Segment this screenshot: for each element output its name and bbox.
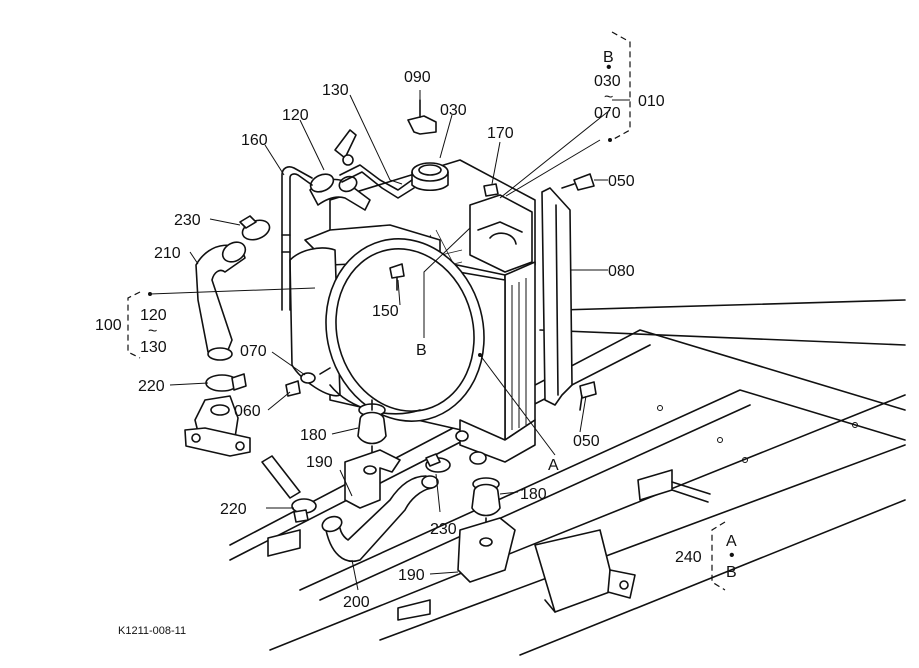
label-070: 070: [240, 343, 267, 360]
label-220-lower: 220: [220, 501, 247, 518]
lower-hose-210: [195, 241, 247, 361]
fan-shroud: [289, 224, 485, 422]
label-240: 240: [675, 549, 702, 566]
label-ref-A: A: [548, 457, 559, 474]
bottom-tank-outlet: [455, 430, 487, 465]
side-plate-080: [541, 187, 573, 406]
clamp-220-lower: [291, 498, 317, 523]
clamp-230-upper: [239, 215, 271, 241]
rubber-mount-180-left: [357, 399, 387, 471]
bolt-050-lower: [579, 381, 597, 411]
label-240-dot: •: [729, 547, 735, 564]
outlet-pipe: [261, 455, 301, 499]
label-120: 120: [282, 107, 309, 124]
label-230-lower: 230: [430, 521, 457, 538]
group-brackets: [127, 31, 726, 591]
label-060: 060: [234, 403, 261, 420]
label-050-lower: 050: [573, 433, 600, 450]
label-240-B: B: [726, 564, 737, 581]
label-120-range-from: 120: [140, 307, 167, 324]
bolt-050-upper: [561, 173, 595, 191]
label-230-upper: 230: [174, 212, 201, 229]
clamp-130: [334, 129, 357, 166]
overflow-pipe-160: [281, 166, 313, 311]
label-190-lower: 190: [398, 567, 425, 584]
bolt-150: [389, 263, 405, 291]
label-dot-top: •: [606, 59, 612, 76]
chassis-frame: [229, 299, 906, 656]
bracket-090: [407, 99, 437, 135]
label-030: 030: [440, 102, 467, 119]
drain-cock: [285, 367, 331, 397]
label-080: 080: [608, 263, 635, 280]
label-210: 210: [154, 245, 181, 262]
label-150: 150: [372, 303, 399, 320]
label-120-range-tilde: ~: [148, 323, 157, 340]
label-100: 100: [95, 317, 122, 334]
label-070-range-to: 070: [594, 105, 621, 122]
label-220-upper: 220: [138, 378, 165, 395]
water-flange: [184, 395, 251, 457]
clamp-220-upper: [205, 373, 247, 392]
label-ref-B: B: [416, 342, 427, 359]
label-180-left: 180: [300, 427, 327, 444]
label-240-A: A: [726, 533, 737, 550]
label-130: 130: [322, 82, 349, 99]
label-180-right: 180: [520, 486, 547, 503]
figure-code: K1211-008-11: [118, 625, 186, 637]
clamp-230-lower: [425, 453, 451, 473]
mount-bracket: [344, 449, 516, 583]
label-090: 090: [404, 69, 431, 86]
label-050-upper: 050: [608, 173, 635, 190]
part-labels: B • 030 ~ 070 010 090 030 170 130 120 16…: [95, 49, 737, 637]
label-010: 010: [638, 93, 665, 110]
label-B-top: B: [603, 49, 614, 66]
label-200: 200: [343, 594, 370, 611]
label-030-range-tilde: ~: [604, 89, 613, 106]
upper-hose-120: [309, 164, 415, 211]
label-130-range-to: 130: [140, 339, 167, 356]
label-170: 170: [487, 125, 514, 142]
lower-hose-200: [321, 475, 439, 562]
label-030-range-from: 030: [594, 73, 621, 90]
label-190-upper: 190: [306, 454, 333, 471]
label-160: 160: [241, 132, 268, 149]
leader-lines: [148, 90, 630, 591]
bolt-170: [483, 183, 499, 197]
